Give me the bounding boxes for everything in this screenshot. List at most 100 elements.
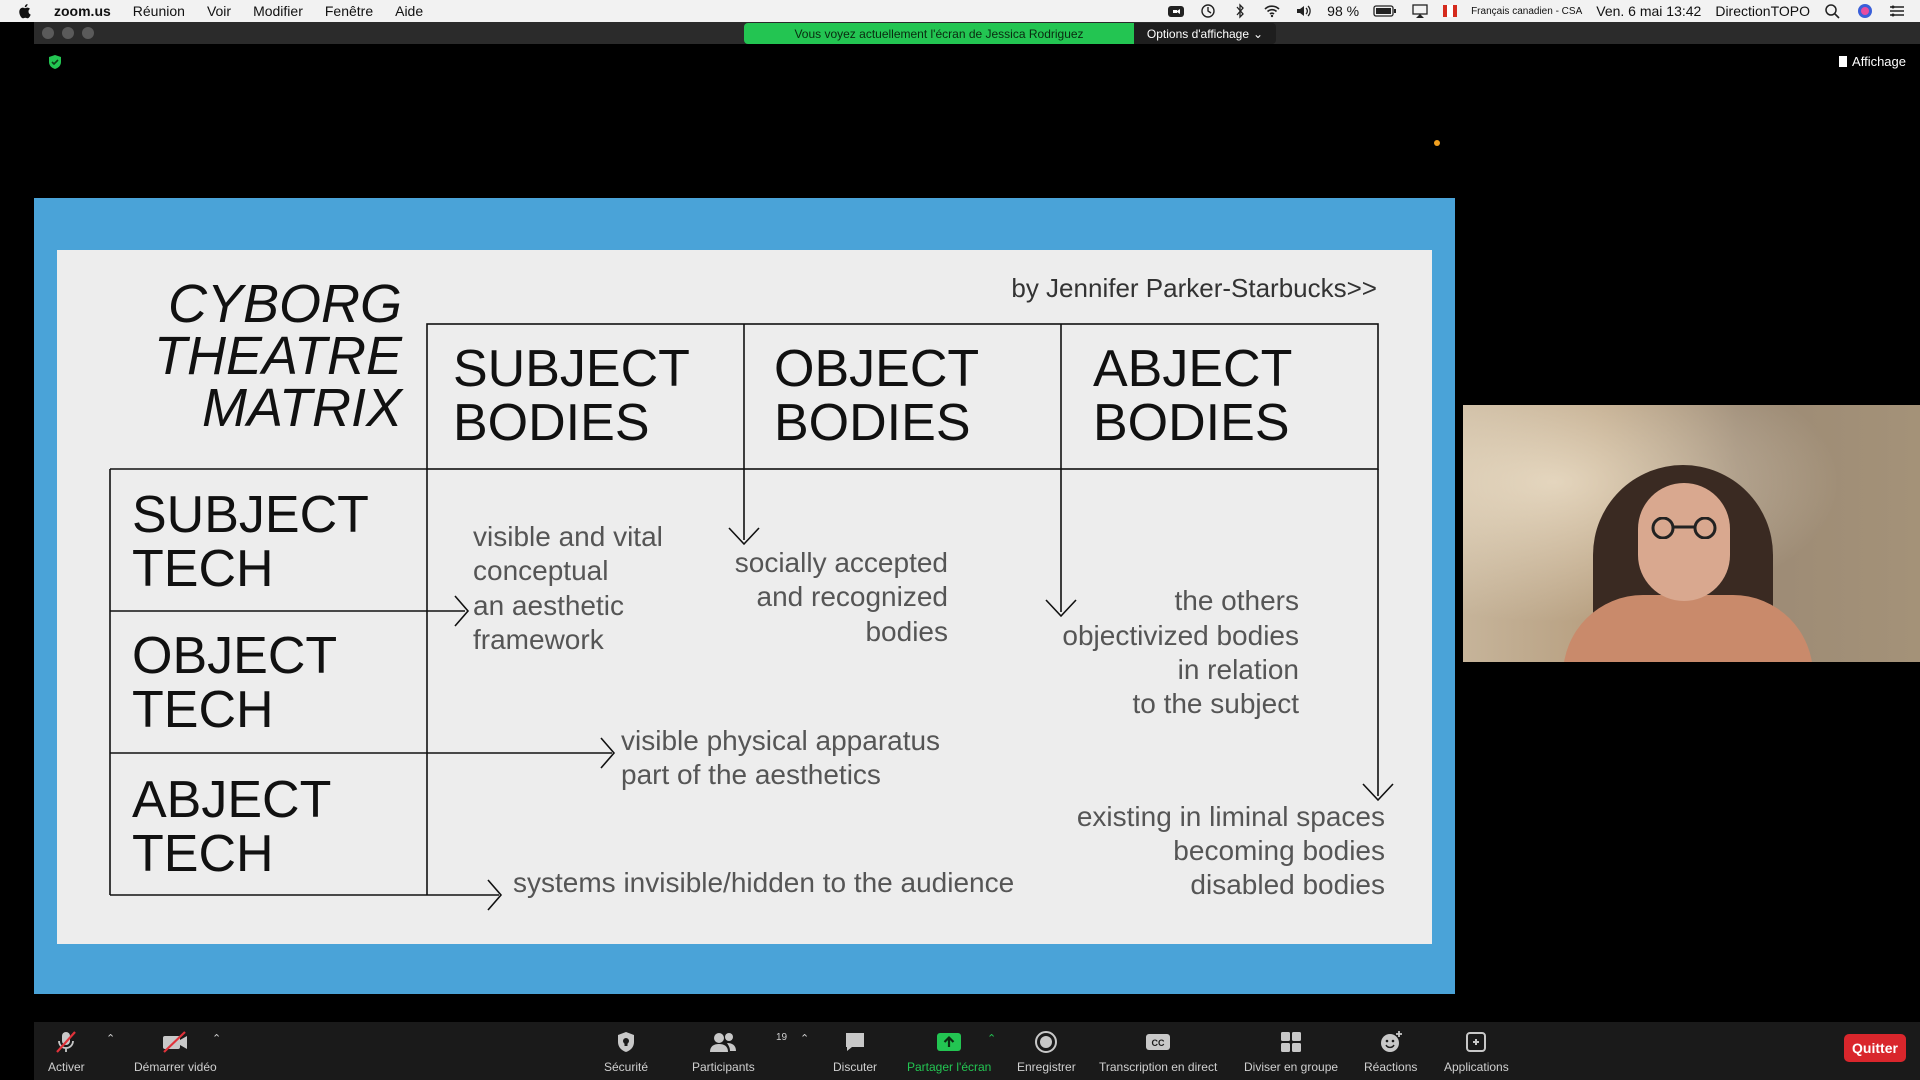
participants-options-caret[interactable]: ⌃	[800, 1033, 810, 1045]
participant-video[interactable]	[1463, 405, 1920, 662]
chat-label: Discuter	[833, 1060, 878, 1074]
meeting-toolbar: Activer ⌃ Démarrer vidéo ⌃ Sécurité	[34, 1022, 1920, 1080]
menu-aide[interactable]: Aide	[395, 3, 424, 19]
menu-modifier[interactable]: Modifier	[253, 3, 303, 19]
wifi-icon[interactable]	[1263, 3, 1281, 19]
note-subject-4: framework	[473, 624, 605, 655]
participant-body	[1563, 595, 1813, 662]
user-name[interactable]: DirectionTOPO	[1715, 3, 1810, 19]
menu-reunion[interactable]: Réunion	[132, 3, 185, 19]
apps-icon	[1466, 1032, 1487, 1052]
arrow-abject-tech	[110, 879, 503, 911]
view-options-button[interactable]: Options d'affichage ⌄	[1134, 23, 1276, 44]
svg-text:CC: CC	[1152, 1038, 1165, 1048]
breakout-rooms-label: Diviser en groupe	[1244, 1060, 1339, 1074]
time-machine-icon[interactable]	[1199, 3, 1217, 19]
record-icon	[1035, 1031, 1058, 1053]
note-others-3: in relation	[1178, 654, 1299, 685]
note-social-1: socially accepted	[735, 547, 948, 578]
record-button[interactable]: Enregistrer	[1017, 1030, 1076, 1074]
video-off-icon	[163, 1031, 188, 1053]
breakout-rooms-button[interactable]: Diviser en groupe	[1244, 1030, 1338, 1074]
keyboard-layout[interactable]: Français canadien - CSA	[1471, 5, 1583, 17]
live-transcription-button[interactable]: CC Transcription en direct	[1099, 1030, 1217, 1074]
note-liminal-3: disabled bodies	[1190, 869, 1385, 900]
slide-title: CYBORG THEATRE MATRIX	[154, 274, 404, 438]
close-window-button[interactable]	[42, 27, 54, 39]
shared-screen: CYBORG THEATRE MATRIX by Jennifer Parker…	[34, 74, 1455, 1014]
share-options-caret[interactable]: ⌃	[987, 1033, 997, 1045]
chat-bubble-icon	[846, 1033, 864, 1051]
col-object-line2: BODIES	[774, 394, 971, 452]
security-shield-icon	[618, 1032, 635, 1052]
zoom-window-button[interactable]	[82, 27, 94, 39]
title-line-1: CYBORG	[168, 274, 402, 334]
siri-icon[interactable]	[1856, 3, 1874, 19]
note-physical-2: part of the aesthetics	[621, 759, 881, 790]
chevron-down-icon: ⌄	[1253, 26, 1264, 41]
minimize-window-button[interactable]	[62, 27, 74, 39]
apple-icon[interactable]	[18, 3, 32, 19]
spotlight-search-icon[interactable]	[1824, 3, 1842, 19]
datetime[interactable]: Ven. 6 mai 13:42	[1596, 3, 1702, 19]
arrow-abject-bodies	[1045, 469, 1077, 618]
note-social-3: bodies	[865, 616, 948, 647]
battery-percent: 98 %	[1327, 3, 1360, 19]
share-screen-button[interactable]: Partager l'écran	[907, 1030, 991, 1074]
app-menu[interactable]: zoom.us	[54, 3, 111, 19]
share-screen-label: Partager l'écran	[907, 1060, 992, 1074]
view-button[interactable]: Affichage	[1839, 54, 1906, 69]
encryption-shield-icon[interactable]	[48, 54, 62, 70]
row-subject-line2: TECH	[132, 540, 274, 598]
audio-options-caret[interactable]: ⌃	[106, 1033, 116, 1045]
matrix-grid	[109, 323, 1379, 895]
note-subject-2: conceptual	[473, 555, 608, 586]
apps-button[interactable]: Applications	[1444, 1030, 1509, 1074]
menu-fenetre[interactable]: Fenêtre	[324, 3, 374, 19]
reactions-button[interactable]: Réactions	[1364, 1030, 1417, 1074]
note-physical-1: visible physical apparatus	[621, 725, 940, 756]
bluetooth-icon[interactable]	[1231, 3, 1249, 19]
slide-annotations: visible and vital conceptual an aestheti…	[473, 521, 1385, 900]
canada-flag-icon[interactable]	[1443, 5, 1458, 17]
arrow-liminal	[1362, 469, 1394, 802]
column-headers: SUBJECT BODIES OBJECT BODIES ABJECT BODI…	[453, 340, 1292, 452]
volume-icon[interactable]	[1295, 3, 1313, 19]
col-abject-line2: BODIES	[1093, 394, 1290, 452]
control-center-icon[interactable]	[1888, 3, 1906, 19]
leave-meeting-button[interactable]: Quitter	[1844, 1034, 1906, 1062]
muted-microphone-icon	[56, 1031, 77, 1053]
window-title-bar: Vous voyez actuellement l'écran de Jessi…	[34, 22, 1920, 44]
col-subject-line2: BODIES	[453, 394, 650, 452]
note-subject-3: an aesthetic	[473, 590, 624, 621]
start-video-label: Démarrer vidéo	[134, 1060, 217, 1074]
apps-label: Applications	[1444, 1060, 1509, 1074]
macos-menu-bar: zoom.us Réunion Voir Modifier Fenêtre Ai…	[0, 0, 1920, 22]
recording-indicator-dot	[1434, 140, 1440, 146]
participant-count-badge: 19	[776, 1032, 788, 1043]
note-social-2: and recognized	[757, 581, 948, 612]
arrow-object-bodies	[728, 469, 760, 546]
note-liminal-1: existing in liminal spaces	[1077, 801, 1385, 832]
note-liminal-2: becoming bodies	[1173, 835, 1385, 866]
video-options-caret[interactable]: ⌃	[212, 1033, 222, 1045]
airplay-icon[interactable]	[1411, 3, 1429, 19]
note-others-1: the others	[1174, 585, 1299, 616]
zoom-meeting-window: Vous voyez actuellement l'écran de Jessi…	[34, 22, 1920, 1080]
chat-button[interactable]: Discuter	[833, 1030, 877, 1074]
row-abject-line1: ABJECT	[132, 771, 331, 829]
security-button[interactable]: Sécurité	[604, 1030, 648, 1074]
menu-voir[interactable]: Voir	[206, 3, 232, 19]
participants-button[interactable]: Participants	[692, 1030, 755, 1074]
slide-frame: CYBORG THEATRE MATRIX by Jennifer Parker…	[34, 198, 1455, 994]
start-video-button[interactable]: Démarrer vidéo	[134, 1030, 217, 1074]
share-screen-icon	[937, 1033, 962, 1051]
zoom-status-icon[interactable]	[1167, 3, 1185, 19]
unmute-button[interactable]: Activer	[48, 1030, 85, 1074]
closed-caption-icon: CC	[1146, 1034, 1171, 1050]
note-others-4: to the subject	[1132, 688, 1299, 719]
viewing-share-notice: Vous voyez actuellement l'écran de Jessi…	[744, 23, 1134, 44]
battery-icon[interactable]	[1373, 3, 1397, 19]
matrix-arrows	[110, 469, 1394, 911]
col-object-line1: OBJECT	[774, 340, 979, 398]
